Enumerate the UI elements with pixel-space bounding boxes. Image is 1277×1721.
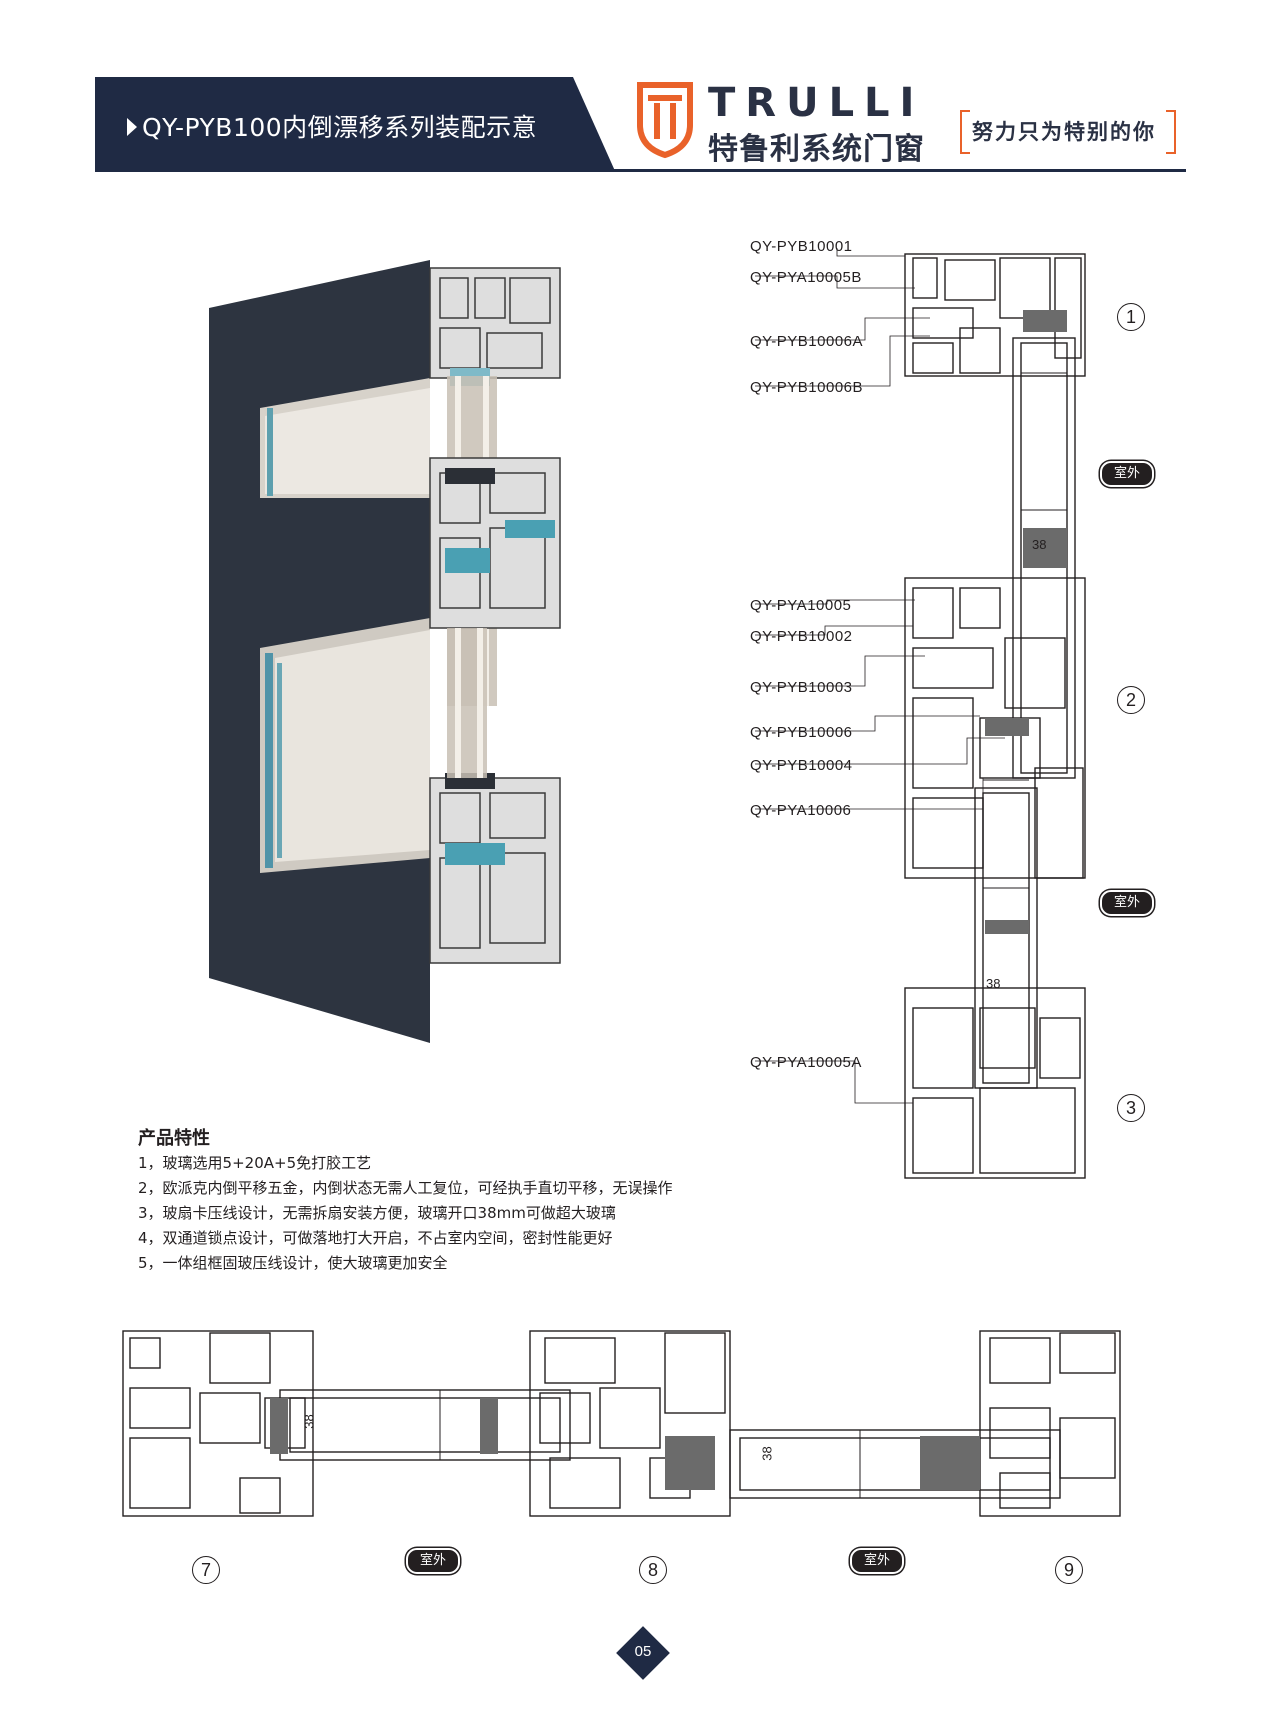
part-label: QY-PYB10006 (750, 724, 853, 741)
feature-item: 1，玻璃选用5+20A+5免打胶工艺 (138, 1154, 372, 1172)
section-marker-9: 9 (1055, 1556, 1083, 1584)
part-label: QY-PYA10006 (750, 802, 852, 819)
part-label: QY-PYB10006B (750, 379, 864, 396)
section-marker-8: 8 (639, 1556, 667, 1584)
part-label: QY-PYA10005A (750, 1054, 862, 1071)
glass-opening-dimension: 38 (1032, 537, 1047, 552)
section-marker-7: 7 (192, 1556, 220, 1584)
page-title: QY-PYB100内倒漂移系列装配示意 (142, 113, 538, 142)
header-banner (95, 77, 615, 171)
play-arrow-icon (127, 118, 137, 136)
feature-item: 4，双通道锁点设计，可做落地打大开启，不占室内空间，密封性能更好 (138, 1229, 613, 1247)
glass-opening-dimension: 38 (986, 976, 1001, 991)
outdoor-badge: 室外 (850, 1548, 904, 1574)
page-number: 05 (634, 1643, 652, 1660)
part-label: QY-PYB10006A (750, 333, 864, 350)
slogan: 努力只为特别的你 (972, 120, 1156, 144)
section-marker-2: 2 (1117, 686, 1145, 714)
slogan-bracket-left (960, 110, 970, 154)
vertical-section-drawing (755, 248, 1086, 1179)
slogan-bracket-right (1166, 110, 1176, 154)
part-label: QY-PYA10005B (750, 269, 862, 286)
glass-opening-dimension: 38 (759, 1446, 775, 1461)
glass-opening-dimension: 38 (301, 1414, 317, 1429)
section-marker-3: 3 (1117, 1094, 1145, 1122)
header-rule (95, 169, 1186, 172)
feature-item: 5，一体组框固玻压线设计，使大玻璃更加安全 (138, 1254, 448, 1272)
outdoor-badge: 室外 (1100, 461, 1154, 487)
horizontal-section-drawing (122, 1330, 1121, 1517)
part-label: QY-PYA10005 (750, 597, 852, 614)
part-label: QY-PYB10001 (750, 238, 853, 255)
trulli-logo-icon (637, 82, 693, 159)
brand-name-cn: 特鲁利系统门窗 (708, 132, 925, 167)
outdoor-badge: 室外 (406, 1548, 460, 1574)
outdoor-badge: 室外 (1100, 890, 1154, 916)
part-label: QY-PYB10002 (750, 628, 853, 645)
part-label: QY-PYB10003 (750, 679, 853, 696)
profile-3d-render (209, 260, 561, 1043)
feature-item: 2，欧派克内倒平移五金，内倒状态无需人工复位，可经执手直切平移，无误操作 (138, 1179, 673, 1197)
brand-name-en: TRULLI (708, 80, 925, 126)
part-label: QY-PYB10004 (750, 757, 853, 774)
feature-item: 3，玻扇卡压线设计，无需拆扇安装方便，玻璃开口38mm可做超大玻璃 (138, 1204, 616, 1222)
features-title: 产品特性 (138, 1128, 210, 1149)
section-marker-1: 1 (1117, 303, 1145, 331)
